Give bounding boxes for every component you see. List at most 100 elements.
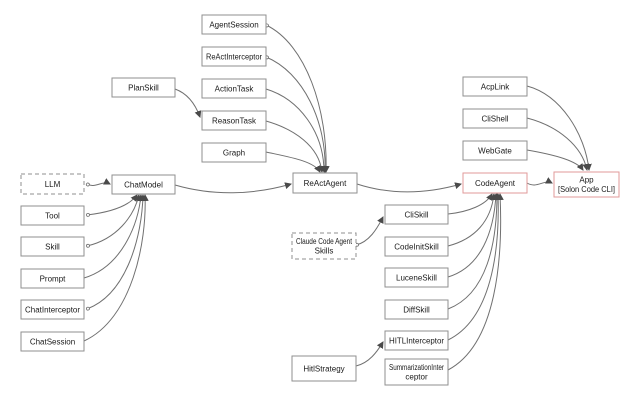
node-label-codeinitskill: CodeInitSkill [394,242,439,251]
edge-chatmodel-to-reactagent [174,182,292,194]
node-label-reactagent: ReActAgent [304,179,347,188]
node-skill[interactable]: Skill [20,236,85,257]
edge-chatsession-to-chatmodel [83,194,149,342]
node-chatmodel[interactable]: ChatModel [111,174,176,195]
node-label-hitlstrategy: HitlStrategy [303,364,344,373]
node-llm[interactable]: LLM [20,173,85,195]
edge-acplink-to-app [526,85,592,171]
node-box-prompt[interactable] [20,268,85,289]
node-label-claudecodeagentskills-line2: Skills [315,247,334,256]
edge-hitlstrategy-to-hitlinterceptor [355,341,384,367]
node-box-chatinterceptor[interactable] [20,299,85,320]
node-graph[interactable]: Graph [201,142,267,163]
node-hitlinterceptor[interactable]: HITLInterceptor [384,330,449,351]
edge-graph-to-reactagent [265,151,321,173]
node-box-reasontask[interactable] [201,110,267,131]
node-reactinterceptor[interactable]: ReActInterceptor [201,46,267,67]
edge-luceneskill-to-codeagent [447,193,500,278]
node-label-diffskill: DiffSkill [403,305,430,314]
node-label-acplink: AcpLink [481,82,510,91]
node-box-hitlstrategy[interactable] [291,355,357,382]
node-reactagent[interactable]: ReActAgent [292,172,358,194]
node-box-diffskill[interactable] [384,299,449,320]
node-webgate[interactable]: WebGate [462,140,528,161]
node-codeinitskill[interactable]: CodeInitSkill [384,236,449,257]
edge-chatinterceptor-to-chatmodel [86,194,147,311]
edge-webgate-to-app [526,149,584,171]
edge-actiontask-to-reactagent [265,88,328,173]
node-label-llm: LLM [45,180,61,189]
node-box-chatsession[interactable] [20,331,85,352]
node-box-app[interactable] [553,171,620,198]
node-box-clishell[interactable] [462,108,528,129]
node-box-chatmodel[interactable] [111,174,176,195]
node-box-luceneskill[interactable] [384,267,449,288]
node-app[interactable]: App[Solon Code CLI] [553,171,620,198]
node-box-webgate[interactable] [462,140,528,161]
node-label-webgate: WebGate [478,146,512,155]
edge-summarizationinterceptor-to-codeagent [447,193,504,371]
node-label-app-line2: [Solon Code CLI] [558,185,615,194]
edge-llm-to-chatmodel [85,178,111,187]
node-hitlstrategy[interactable]: HitlStrategy [291,355,357,382]
edge-prompt-to-chatmodel [83,194,144,279]
node-box-hitlinterceptor[interactable] [384,330,449,351]
node-box-actiontask[interactable] [201,78,267,99]
edges-layer [83,23,592,371]
node-tool[interactable]: Tool [20,205,85,226]
node-reasontask[interactable]: ReasonTask [201,110,267,131]
edge-clishell-to-app [526,117,590,171]
node-box-codeinitskill[interactable] [384,236,449,257]
node-box-agentsession[interactable] [201,14,267,35]
node-acplink[interactable]: AcpLink [462,76,528,97]
node-luceneskill[interactable]: LuceneSkill [384,267,449,288]
node-box-tool[interactable] [20,205,85,226]
node-label-chatmodel: ChatModel [124,180,163,189]
node-prompt[interactable]: Prompt [20,268,85,289]
edge-codeagent-to-app [526,177,553,186]
node-label-graph: Graph [223,148,245,157]
node-box-codeagent[interactable] [462,172,528,194]
node-box-skill[interactable] [20,236,85,257]
node-label-skill: Skill [45,242,60,251]
node-diffskill[interactable]: DiffSkill [384,299,449,320]
node-box-graph[interactable] [201,142,267,163]
node-box-llm[interactable] [20,173,85,195]
node-label-summarizationinterceptor: SummarizationInter [389,363,444,372]
nodes-layer: AgentSessionReActInterceptorActionTaskRe… [20,14,620,386]
node-label-chatinterceptor: ChatInterceptor [25,305,80,314]
node-box-reactagent[interactable] [292,172,358,194]
node-label-hitlinterceptor: HITLInterceptor [389,336,444,345]
node-box-cliskill[interactable] [384,204,449,225]
node-box-acplink[interactable] [462,76,528,97]
edge-agentsession-to-reactagent [265,23,330,173]
node-agentsession[interactable]: AgentSession [201,14,267,35]
node-label-chatsession: ChatSession [30,337,75,346]
edge-cliskill-to-codeagent [447,193,493,215]
node-label-claudecodeagentskills: Claude Code Agent [296,237,353,246]
node-box-claudecodeagentskills[interactable] [291,232,357,260]
node-label-cliskill: CliSkill [405,210,429,219]
node-box-reactinterceptor[interactable] [201,46,267,67]
edge-planskill-to-reasontask [174,88,202,118]
node-chatinterceptor[interactable]: ChatInterceptor [20,299,85,320]
node-codeagent[interactable]: CodeAgent [462,172,528,194]
node-label-actiontask: ActionTask [215,84,255,93]
edge-claudecodeagentskills-to-cliskill [355,216,384,247]
node-actiontask[interactable]: ActionTask [201,78,267,99]
node-label-reactinterceptor: ReActInterceptor [206,52,262,61]
node-box-planskill[interactable] [111,77,176,98]
node-clishell[interactable]: CliShell [462,108,528,129]
node-box-summarizationinterceptor[interactable] [384,358,449,386]
node-planskill[interactable]: PlanSkill [111,77,176,98]
edge-reactagent-to-codeagent [356,182,462,193]
node-label-luceneskill: LuceneSkill [396,273,437,282]
node-cliskill[interactable]: CliSkill [384,204,449,225]
node-label-clishell: CliShell [481,114,508,123]
node-label-reasontask: ReasonTask [212,116,257,125]
node-chatsession[interactable]: ChatSession [20,331,85,352]
